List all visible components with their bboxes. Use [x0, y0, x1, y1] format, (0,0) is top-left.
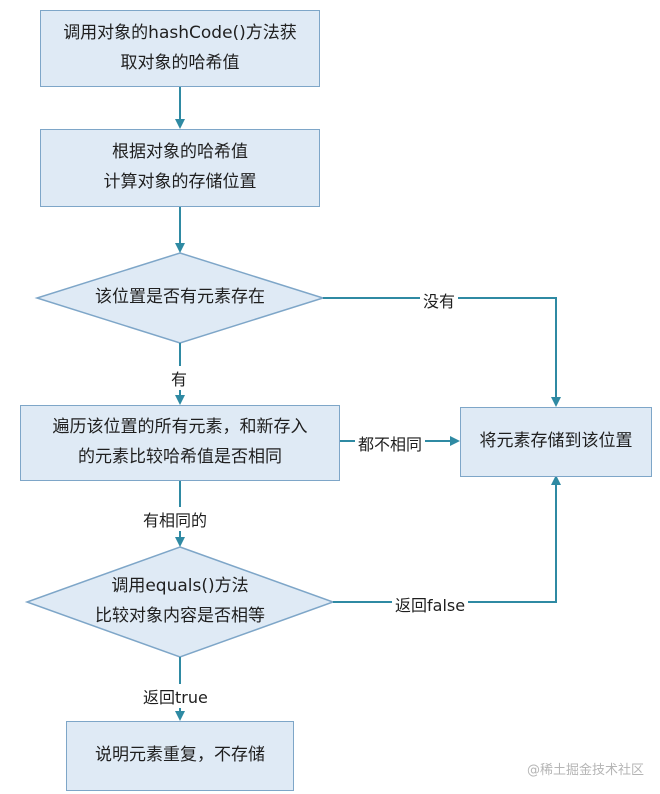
node-traverse-compare-line-2: 的元素比较哈希值是否相同	[78, 447, 282, 467]
node-traverse-compare-line-1: 遍历该位置的所有元素，和新存入	[52, 417, 308, 438]
node-equals-compare: 调用equals()方法 比较对象内容是否相等	[60, 567, 300, 637]
edge-label-all-different: 都不相同	[355, 431, 426, 455]
watermark: @稀土掘金技术社区	[526, 763, 644, 778]
node-equals-compare-line-1: 调用equals()方法	[111, 576, 249, 597]
node-check-exists-line-1: 该位置是否有元素存在	[95, 287, 265, 308]
node-duplicate: 说明元素重复，不存储	[66, 721, 294, 791]
edge-label-no-element: 没有	[420, 288, 459, 312]
node-store-line-1: 将元素存储到该位置	[479, 431, 633, 452]
edge-check-to-store	[323, 297, 561, 407]
node-duplicate-line-1: 说明元素重复，不存储	[95, 745, 265, 766]
node-compute-position-line-1: 根据对象的哈希值	[112, 142, 248, 163]
node-check-exists: 该位置是否有元素存在	[60, 268, 300, 328]
node-compute-position: 根据对象的哈希值 计算对象的存储位置	[40, 129, 320, 207]
edge-label-return-false: 返回false	[392, 592, 469, 616]
edge-label-return-true: 返回true	[140, 684, 211, 708]
node-get-hash: 调用对象的hashCode()方法获 取对象的哈希值	[40, 10, 320, 87]
edge-label-has-same: 有相同的	[140, 507, 211, 531]
node-store: 将元素存储到该位置	[460, 407, 652, 477]
edge-label-has-element: 有	[168, 366, 191, 390]
edge-equals-to-store	[333, 475, 561, 603]
node-get-hash-line-2: 取对象的哈希值	[120, 52, 240, 73]
node-traverse-compare: 遍历该位置的所有元素，和新存入 的元素比较哈希值是否相同	[20, 405, 340, 481]
node-compute-position-line-2: 计算对象的存储位置	[103, 172, 257, 192]
node-equals-compare-line-2: 比较对象内容是否相等	[95, 606, 265, 626]
node-get-hash-line-1: 调用对象的hashCode()方法获	[63, 22, 297, 43]
